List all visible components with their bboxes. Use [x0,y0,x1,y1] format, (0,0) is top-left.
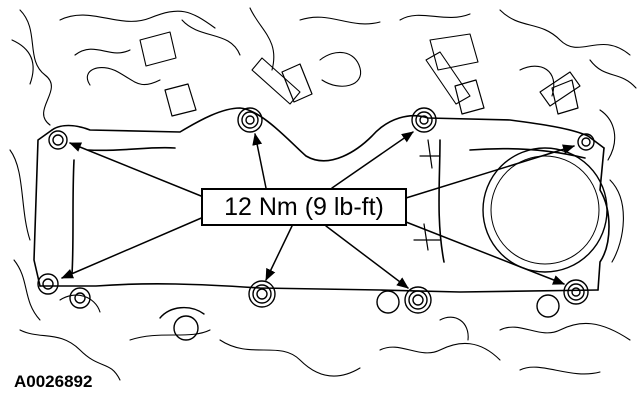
bolt-lower-mid-right [376,286,432,314]
timing-cover-circle [482,147,608,273]
sensor-parts [164,63,579,251]
bolt-lower-right [536,279,589,318]
valve-cover-outline [33,107,610,293]
bolt-upper-mid-left [237,107,263,133]
bolt-upper-mid-right [411,107,437,133]
engine-background [9,7,637,381]
torque-spec-label: 12 Nm (9 lb-ft) [201,188,407,226]
figure-id-label: A0026892 [14,372,93,391]
bolt-upper-right [577,133,595,151]
callout-leaders [61,131,575,289]
bolt-upper-left [48,130,68,150]
bolt-lower-left [37,273,59,295]
bolt-lower-mid-left [248,280,276,308]
extra-bosses [69,287,205,341]
